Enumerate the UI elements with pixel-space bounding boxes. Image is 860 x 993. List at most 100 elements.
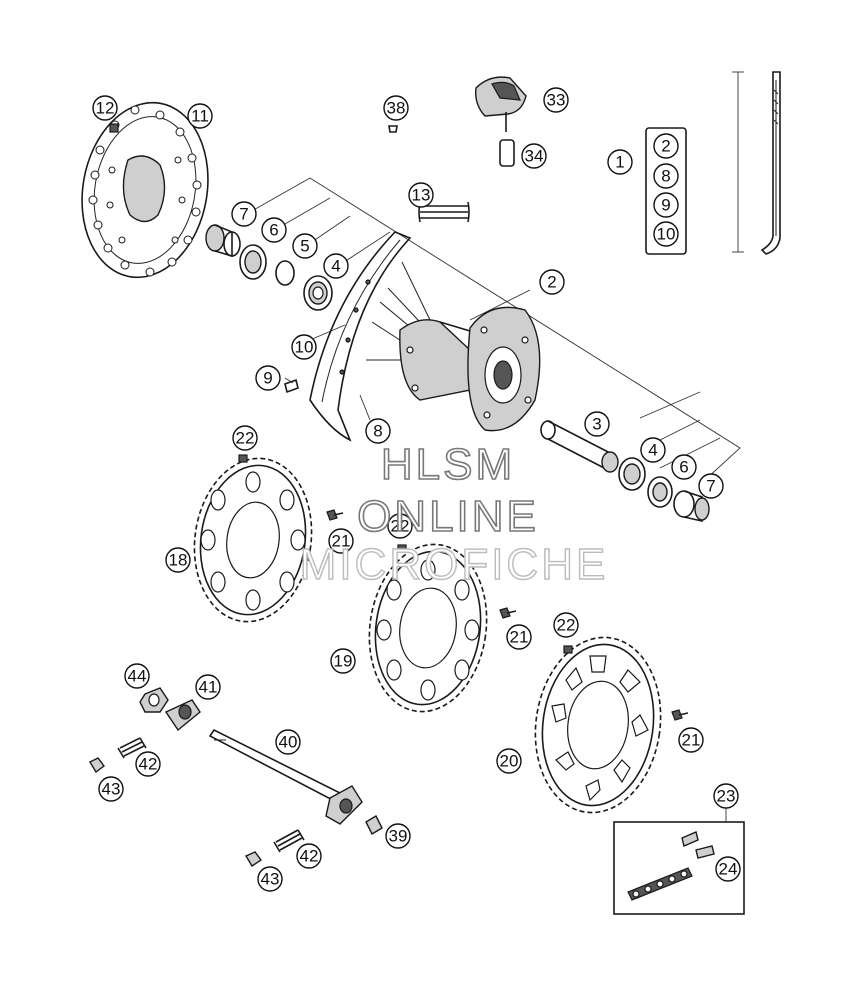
- svg-text:2: 2: [547, 273, 556, 292]
- left-spacer-7: [205, 224, 241, 258]
- sprocket-nut-22a: [238, 454, 248, 463]
- svg-text:21: 21: [682, 731, 701, 750]
- callout-7-right: 7: [698, 473, 724, 499]
- svg-text:24: 24: [719, 860, 738, 879]
- callout-12: 12: [92, 95, 118, 121]
- axle-spacer-3: [540, 420, 619, 473]
- adjuster-screw-42a: [117, 737, 147, 759]
- svg-text:22: 22: [236, 429, 255, 448]
- callout-11: 11: [187, 103, 213, 129]
- callout-39: 39: [385, 823, 411, 849]
- svg-text:1: 1: [615, 153, 624, 172]
- svg-text:21: 21: [332, 532, 351, 551]
- svg-text:22: 22: [391, 517, 410, 536]
- svg-text:10: 10: [657, 225, 676, 244]
- svg-text:13: 13: [412, 186, 431, 205]
- svg-text:8: 8: [373, 422, 382, 441]
- svg-text:41: 41: [199, 678, 218, 697]
- rim: [309, 231, 412, 442]
- callout-9-set: 9: [653, 192, 679, 218]
- callout-41: 41: [195, 674, 221, 700]
- axle-nut-44: [139, 687, 169, 713]
- callout-38: 38: [383, 95, 409, 121]
- chain-adjuster-41: [164, 699, 201, 732]
- svg-text:40: 40: [279, 733, 298, 752]
- svg-text:4: 4: [648, 441, 657, 460]
- callout-6-left: 6: [261, 217, 287, 243]
- svg-text:7: 7: [239, 205, 248, 224]
- callout-3: 3: [584, 411, 610, 437]
- sprocket-bolt-21a: [326, 509, 344, 521]
- svg-text:33: 33: [547, 91, 566, 110]
- svg-text:2: 2: [661, 137, 670, 156]
- callout-42-a: 42: [135, 751, 161, 777]
- right-seal-6: [647, 476, 673, 508]
- svg-text:19: 19: [334, 652, 353, 671]
- callout-5: 5: [292, 233, 318, 259]
- svg-text:38: 38: [387, 99, 406, 118]
- watermark-line-1: HLSM: [380, 439, 516, 490]
- adjuster-nut-43b: [244, 851, 263, 867]
- svg-text:43: 43: [102, 780, 121, 799]
- sprocket-large: [534, 636, 662, 814]
- svg-text:11: 11: [191, 107, 209, 126]
- callout-8-set: 8: [653, 163, 679, 189]
- left-bearing-4: [303, 275, 333, 311]
- svg-text:5: 5: [300, 237, 309, 256]
- hub: [366, 261, 541, 432]
- chain-box: [613, 808, 745, 915]
- callout-22-a: 22: [232, 425, 258, 451]
- rear-axle-40: [208, 728, 363, 825]
- sprocket-bolt-21c: [671, 709, 689, 721]
- callout-21-a: 21: [328, 528, 354, 554]
- callout-42-b: 42: [296, 843, 322, 869]
- callout-43-b: 43: [257, 866, 283, 892]
- watermark-line-3: MICROFICHE: [299, 539, 609, 589]
- callout-23: 23: [713, 783, 739, 809]
- sprocket-medium: [368, 543, 488, 713]
- svg-text:7: 7: [706, 477, 715, 496]
- svg-text:42: 42: [300, 847, 319, 866]
- callout-22-b: 22: [387, 513, 413, 539]
- svg-text:18: 18: [169, 551, 188, 570]
- callout-40: 40: [275, 729, 301, 755]
- adjuster-screw-42b: [273, 829, 305, 853]
- callout-10: 10: [291, 334, 317, 360]
- sprocket-nut-22b: [397, 544, 407, 553]
- tire-lever-part: [475, 76, 527, 167]
- callout-20: 20: [496, 748, 522, 774]
- svg-text:39: 39: [389, 827, 408, 846]
- callout-7-left: 7: [231, 201, 257, 227]
- callout-34: 34: [521, 143, 547, 169]
- svg-text:8: 8: [661, 167, 670, 186]
- right-spacer-7: [673, 490, 710, 522]
- svg-text:3: 3: [592, 415, 601, 434]
- adjuster-nut-43a: [89, 757, 105, 774]
- callout-43-a: 43: [98, 776, 124, 802]
- right-bearing-4: [618, 457, 646, 491]
- sprocket-nut-22c: [563, 645, 573, 654]
- callout-21-c: 21: [678, 727, 704, 753]
- svg-text:9: 9: [263, 369, 272, 388]
- svg-text:10: 10: [295, 338, 314, 357]
- callout-18: 18: [165, 547, 191, 573]
- svg-text:20: 20: [500, 752, 519, 771]
- callout-22-c: 22: [553, 612, 579, 638]
- svg-text:22: 22: [557, 616, 576, 635]
- svg-text:6: 6: [269, 221, 278, 240]
- sprocket-bolt-21b: [499, 607, 517, 619]
- left-circlip-5: [275, 260, 295, 286]
- callout-24: 24: [715, 856, 741, 882]
- callout-19: 19: [330, 648, 356, 674]
- watermark-line-2: ONLINE: [356, 491, 539, 542]
- callout-44: 44: [124, 663, 150, 689]
- spoke: [645, 71, 781, 255]
- callout-6-right: 6: [671, 454, 697, 480]
- svg-text:6: 6: [679, 458, 688, 477]
- svg-text:9: 9: [661, 196, 670, 215]
- callout-8: 8: [365, 418, 391, 444]
- callout-4-right: 4: [640, 437, 666, 463]
- svg-text:42: 42: [139, 755, 158, 774]
- svg-text:4: 4: [331, 257, 340, 276]
